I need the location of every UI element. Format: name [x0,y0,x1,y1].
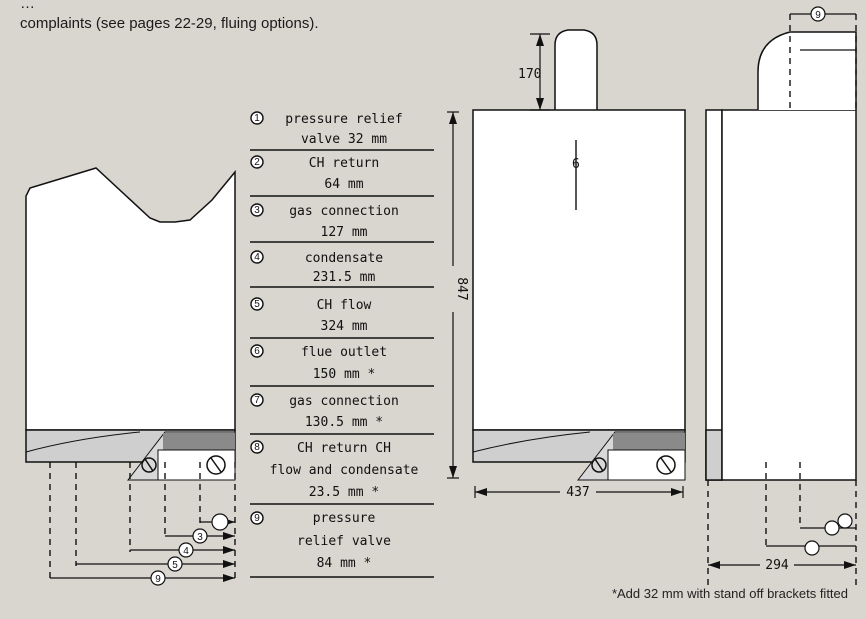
left-dial-1 [141,457,157,473]
intro-line-1: … [20,0,35,12]
legend-num-3: 3 [254,205,260,216]
legend-num-2: 2 [254,157,260,168]
legend-3-line1: gas connection [289,204,399,219]
intro-line-2: complaints (see pages 22-29, fluing opti… [20,15,319,32]
legend-4-line1: condensate [305,251,383,266]
legend-num-7: 7 [254,395,260,406]
legend-2-line2: 64 mm [324,177,363,192]
legend-9-line3: 84 mm * [317,556,372,571]
left-boiler-body [25,167,236,431]
legend-1-line2: valve 32 mm [301,132,387,147]
legend-num-4: 4 [254,252,260,263]
legend-num-5: 5 [254,299,260,310]
legend-num-6: 6 [254,346,260,357]
front-flue [554,29,598,110]
legend-num-9: 9 [254,513,260,524]
legend-8-line3: 23.5 mm * [309,485,379,500]
legend-9-line1: pressure [313,511,376,526]
flue-height-label: 170 [518,67,541,82]
boiler-depth-label: 294 [765,558,789,573]
side-wall-plate [705,109,723,481]
legend-1-line1: pressure relief [285,112,402,127]
intro-text: … complaints (see pages 22-29, fluing op… [20,0,820,34]
side-flue [757,31,857,110]
legend-4-line2: 231.5 mm [313,270,376,285]
callout-4: 4 [183,546,189,557]
legend-8-line1: CH return CH [297,441,391,456]
boiler-height-label: 847 [454,277,469,300]
footnote: *Add 32 mm with stand off brackets fitte… [611,586,848,601]
callout-5: 5 [172,560,178,571]
legend-6-line2: 150 mm * [313,367,376,382]
legend-5-line2: 324 mm [321,319,368,334]
legend-8-line2: flow and condensate [270,463,419,478]
side-boiler-body [721,109,857,481]
legend-6-line1: flue outlet [301,345,387,360]
front-center-callout: 6 [572,157,580,172]
side-top-callout: 9 [815,10,821,21]
legend-num-1: 1 [254,113,260,124]
legend-3-line2: 127 mm [321,225,368,240]
legend-9-line2: relief valve [297,534,391,549]
left-dial-2 [206,455,226,475]
legend: 1 2 3 4 5 6 7 8 9 pressure relief valve … [250,111,419,571]
boiler-width-label: 437 [566,485,589,500]
callout-9: 9 [155,574,161,585]
legend-7-line1: gas connection [289,394,399,409]
callout-3: 3 [197,532,203,543]
legend-5-line1: CH flow [317,298,372,313]
legend-num-8: 8 [254,442,260,453]
legend-2-line1: CH return [309,156,379,171]
legend-7-line2: 130.5 mm * [305,415,383,430]
